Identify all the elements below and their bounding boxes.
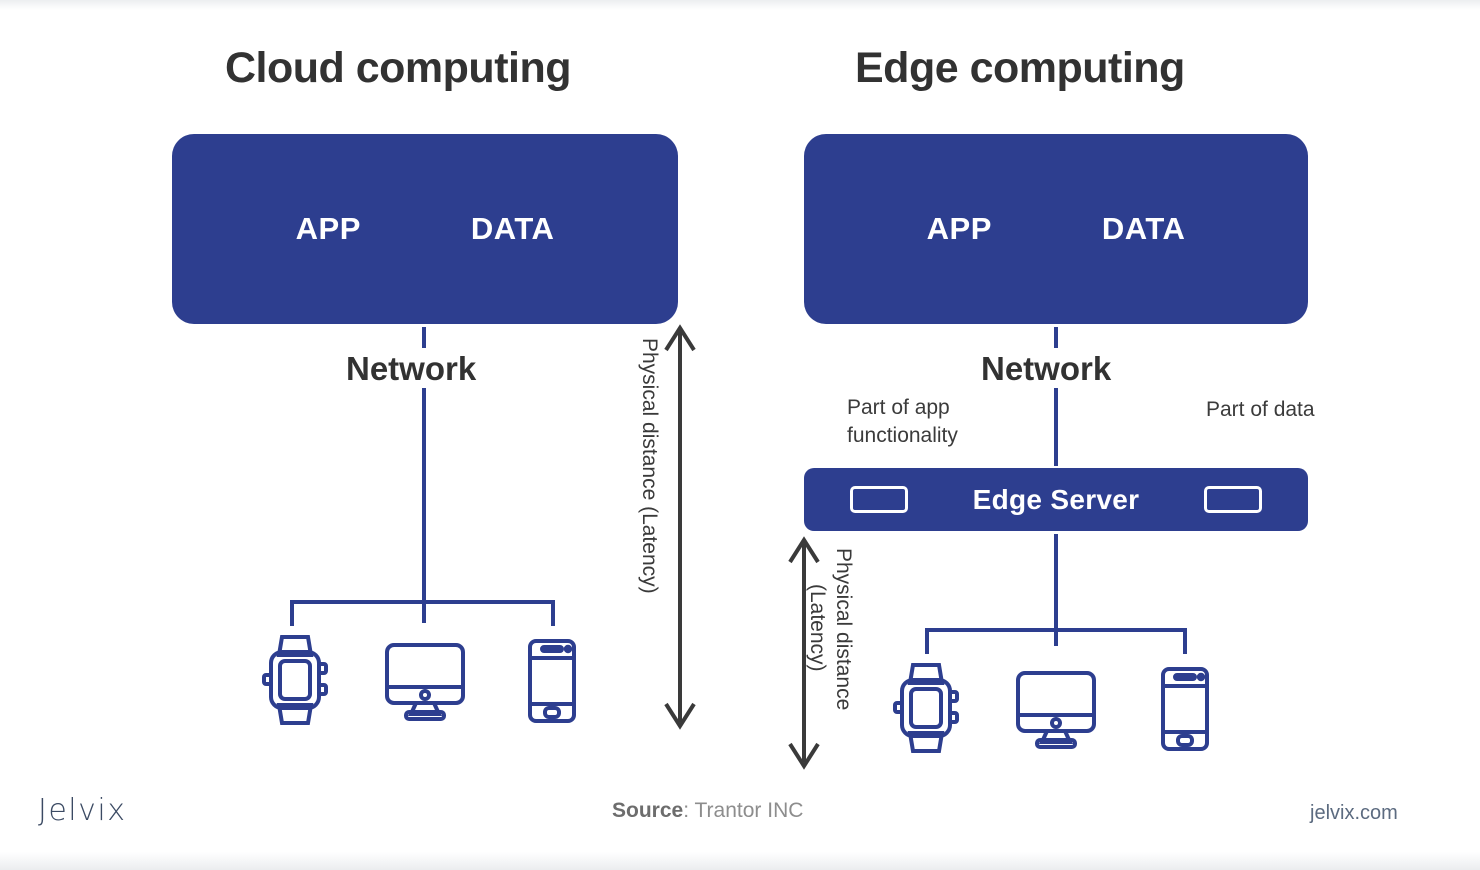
edge-device-bus (925, 628, 1187, 632)
cloud-smartwatch-icon (262, 634, 328, 726)
cloud-network-stub (422, 327, 426, 348)
source-credit: Source: Trantor INC (612, 799, 803, 823)
cloud-data-label: DATA (470, 211, 555, 246)
edge-branch-right (1183, 628, 1187, 654)
edge-lower-line (1054, 534, 1058, 646)
edge-app-data-box: APP DATA (804, 134, 1308, 324)
edge-server-box: Edge Server (804, 468, 1308, 531)
cloud-branch-right (551, 600, 555, 626)
edge-server-slot-right-icon (1203, 486, 1262, 513)
edge-note-part-of-data: Part of data (1206, 398, 1315, 421)
bottom-edge-band (0, 852, 1480, 870)
source-prefix: Source (612, 799, 684, 822)
edge-desktop-monitor-icon (1015, 670, 1097, 750)
edge-smartwatch-icon (893, 662, 959, 754)
edge-smartphone-icon (1160, 666, 1210, 752)
edge-latency-label-line2: (Latency) (806, 584, 829, 672)
edge-note-app-functionality: Part of app functionality (847, 396, 958, 448)
cloud-device-bus (290, 600, 555, 604)
cloud-network-label: Network (346, 350, 477, 387)
cloud-branch-left (290, 600, 294, 626)
cloud-network-line (422, 388, 426, 623)
jelvix-logo: Jelvix (38, 793, 127, 828)
edge-network-stub (1054, 327, 1058, 348)
edge-app-label: APP (926, 211, 992, 246)
cloud-latency-label: Physical distance (Latency) (638, 338, 661, 594)
cloud-app-label: APP (295, 211, 361, 246)
edge-network-label: Network (981, 350, 1112, 387)
cloud-desktop-monitor-icon (384, 642, 466, 722)
cloud-panel-title: Cloud computing (225, 44, 572, 92)
website-url[interactable]: jelvix.com (1310, 802, 1398, 824)
cloud-app-data-box: APP DATA (172, 134, 678, 324)
edge-server-slot-left-icon (850, 486, 908, 513)
edge-server-label: Edge Server (972, 483, 1140, 515)
cloud-latency-arrow (660, 322, 700, 732)
top-edge-band (0, 0, 1480, 10)
edge-branch-left (925, 628, 929, 654)
edge-network-line (1054, 388, 1058, 466)
edge-latency-label-line1: Physical distance (832, 548, 855, 711)
edge-panel-title: Edge computing (855, 44, 1185, 92)
cloud-smartphone-icon (527, 638, 577, 724)
edge-data-label: DATA (1101, 211, 1186, 246)
edge-latency-arrow (784, 534, 824, 772)
source-value: : Trantor INC (683, 799, 804, 822)
